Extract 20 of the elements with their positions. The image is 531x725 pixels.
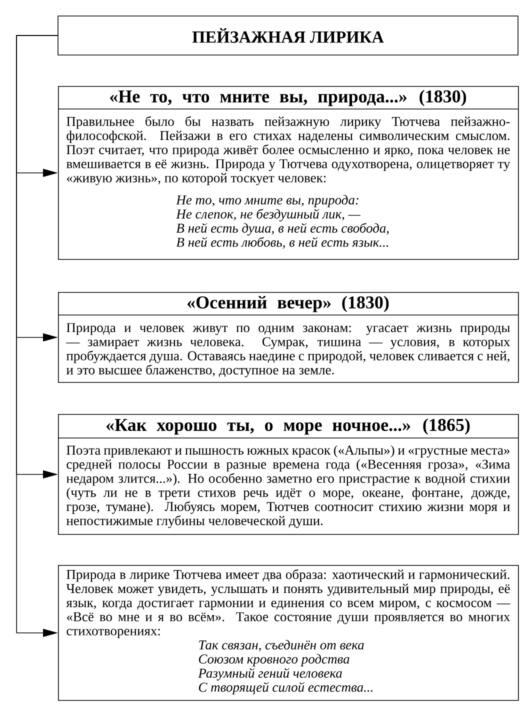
poem-line: Союзом кровного родства xyxy=(198,654,350,666)
text-box xyxy=(58,292,519,383)
poem-line: Не слепок, не бездушный лик, — xyxy=(176,208,360,222)
poem-line: С творящей силой естества... xyxy=(198,682,372,695)
poem-line: Так связан, съединён от века xyxy=(199,640,364,652)
poem-line: В ней есть любовь, в ней есть язык... xyxy=(176,237,388,249)
heading: «Осенний вечер» (1830) xyxy=(187,296,389,312)
heading: «Как хорошо ты, о море ночное...» (1865) xyxy=(106,418,470,435)
title-box: ПЕЙЗАЖНАЯ ЛИРИКА xyxy=(58,16,518,56)
body-text: Природа в лирике Тютчева имеет два образа: хаотический и гармонический. Человек может увидеть, услышать и понять удивительный мир природы, её язык, когда достигает гармонии и единения со всем миром, с космосом — «Всё во мне и я во всём». Такое состояние души проявляется во многих стихотворениях: xyxy=(66,569,510,638)
heading: «Не то, что мните вы, природа...» (1830) xyxy=(110,90,466,106)
text-box xyxy=(58,565,519,701)
body-text: Правильнее было бы назвать пейзажную лирику Тютчева пейзажно-философской. Пейзажи в его стихах наделены символическим смыслом. Поэт считает, что природа живёт более осмысленно и ярко, пока человек не вмешивается в её жизнь. Природа у Тютчева одухотворена, олицетворяет ту «живую жизнь», по которой тоскует человек: xyxy=(66,116,510,186)
text-box xyxy=(58,414,519,535)
poem-line: Не то, что мните вы, природа: xyxy=(176,195,358,208)
body-text: Поэта привлекают и пышность южных красок («Альпы») и «грустные места» средней полосы России в разные времена года («Весенняя гроза», «Зима недаром злится...»). Но особенно заметно его пристрастие к водной стихии (чуть ли не в трети стихов речь идёт о море, океане, фонтане, дожде, грозе, тумане). Любуясь морем, Тютчев соотносит стихию жизни моря и непостижимые глубины человеческой души. xyxy=(66,445,510,528)
text-box xyxy=(58,86,519,260)
body-text: Природа и человек живут по одним законам: угасает жизнь природы — замирает жизнь человека. Сумрак, тишина — условия, в которых пробуждается душа. Оставаясь наедине с природой, человек сливается с ней, и это высшее блаженство, доступное на земле. xyxy=(66,323,510,378)
poem-line: Разумный гений человека xyxy=(198,668,342,680)
poem-line: В ней есть душа, в ней есть свобода, xyxy=(176,222,389,236)
